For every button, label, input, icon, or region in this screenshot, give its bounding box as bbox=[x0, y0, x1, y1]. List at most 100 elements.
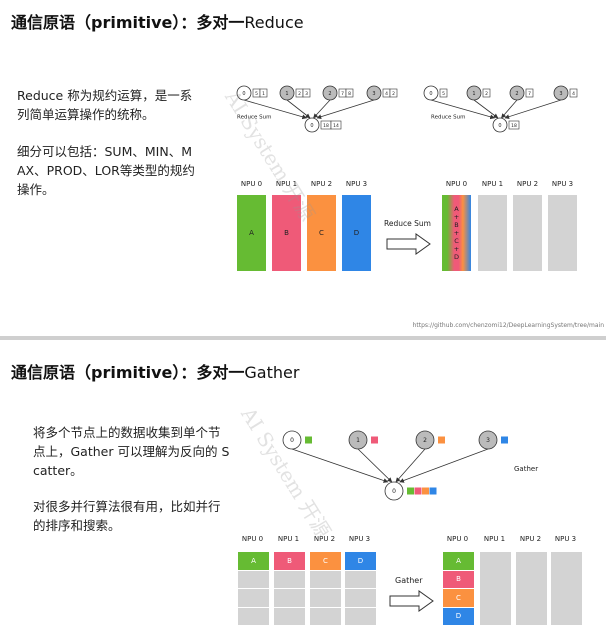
empty-cell bbox=[345, 589, 376, 607]
npu-label: NPU 3 bbox=[554, 535, 577, 543]
value-box-text: 1 bbox=[262, 91, 265, 97]
empty-npu-column bbox=[480, 552, 511, 625]
tree-edge bbox=[473, 99, 499, 119]
value-box bbox=[302, 88, 311, 98]
empty-cell bbox=[345, 607, 376, 625]
text-line: 列简单运算操作的统称。 bbox=[17, 107, 155, 122]
tree-node-top bbox=[282, 430, 302, 450]
tree-node-id: 1 bbox=[356, 437, 360, 444]
value-box-text: 2 bbox=[485, 91, 488, 97]
value-box-text: 7 bbox=[341, 91, 344, 97]
tree-node-id: 0 bbox=[429, 91, 432, 97]
empty-npu-column bbox=[516, 552, 547, 625]
data-square bbox=[371, 436, 378, 444]
text-line: 细分可以包括：SUM、MIN、M bbox=[17, 144, 192, 159]
tree-node-id: 0 bbox=[392, 488, 396, 495]
tree-edge bbox=[430, 99, 495, 120]
npu0-result-block: A + B + C + D bbox=[442, 195, 471, 271]
value-box bbox=[330, 120, 342, 130]
value-box bbox=[482, 88, 491, 98]
reduce-arrow-icon bbox=[386, 233, 431, 255]
tree-caption: Reduce Sum bbox=[431, 115, 465, 121]
tree-edge bbox=[357, 448, 393, 483]
slide-gather: 通信原语（primitive）：多对一Gather 将多个节点上的数据收集到单个… bbox=[0, 341, 606, 635]
tree-node-bottom bbox=[304, 117, 320, 133]
gathered-square bbox=[422, 487, 429, 495]
result-char: A bbox=[454, 205, 459, 213]
npu2-block: C bbox=[307, 195, 336, 271]
gather-arrow-icon bbox=[389, 590, 434, 612]
gathered-square bbox=[429, 487, 437, 495]
value-box-text: 5 bbox=[442, 91, 445, 97]
value-box-text: 2 bbox=[392, 91, 395, 97]
slide-divider bbox=[0, 336, 606, 340]
reduce-arrow-label: Reduce Sum bbox=[384, 219, 431, 228]
gathered-square bbox=[407, 487, 414, 495]
value-box-text: 7 bbox=[528, 91, 531, 97]
npu1-block: B bbox=[272, 195, 301, 271]
tree-node-bottom bbox=[492, 117, 508, 133]
npu-label: NPU 3 bbox=[345, 180, 368, 188]
npu-label: NPU 0 bbox=[445, 180, 468, 188]
npu-label: NPU 3 bbox=[551, 180, 574, 188]
npu3-block: D bbox=[342, 195, 371, 271]
result-char: + bbox=[453, 229, 460, 237]
npu-label: NPU 3 bbox=[348, 535, 371, 543]
tree-edge bbox=[399, 448, 489, 483]
tree-node-top bbox=[423, 85, 439, 101]
npu3-empty-block bbox=[548, 195, 577, 271]
text-line: AX、PROD、LOR等类型的规约 bbox=[17, 163, 195, 178]
npu-data-block: C bbox=[310, 552, 341, 570]
npu-data-block: B bbox=[274, 552, 305, 570]
npu-data-block: D bbox=[345, 552, 376, 570]
npu-label: NPU 1 bbox=[483, 535, 506, 543]
tree-caption: Reduce Sum bbox=[237, 115, 271, 121]
tree-node-top bbox=[322, 85, 338, 101]
reduce-description: Reduce 称为规约运算，是一系 列简单运算操作的统称。 bbox=[17, 86, 192, 124]
empty-npu-column bbox=[551, 552, 582, 625]
tree-node-top bbox=[348, 430, 368, 450]
value-box bbox=[439, 88, 448, 98]
npu-label: NPU 2 bbox=[516, 180, 539, 188]
result-char: C bbox=[454, 237, 459, 245]
tree-edge bbox=[291, 448, 389, 483]
gathered-square bbox=[414, 487, 422, 495]
tree-node-top bbox=[553, 85, 569, 101]
npu-label: NPU 0 bbox=[446, 535, 469, 543]
tree-node-id: 0 bbox=[498, 123, 501, 129]
gathered-block: D bbox=[443, 607, 474, 625]
value-box bbox=[345, 88, 354, 98]
text-line: 操作。 bbox=[17, 182, 55, 197]
value-box bbox=[569, 88, 578, 98]
gather-description: 将多个节点上的数据收集到单个节 点上，Gather 可以理解为反向的 S cat… bbox=[33, 423, 229, 480]
text-line: 将多个节点上的数据收集到单个节 bbox=[33, 425, 221, 440]
npu-data-block: A bbox=[238, 552, 269, 570]
data-square bbox=[305, 436, 312, 444]
tree-edge bbox=[313, 99, 331, 119]
result-char: B bbox=[454, 221, 459, 229]
npu-label: NPU 2 bbox=[519, 535, 542, 543]
tree-node-id: 2 bbox=[328, 91, 331, 97]
tree-node-top bbox=[415, 430, 435, 450]
npu-label: NPU 1 bbox=[481, 180, 504, 188]
npu2-empty-block bbox=[513, 195, 542, 271]
slide-title-reduce: 通信原语（primitive）：多对一Reduce bbox=[11, 9, 304, 33]
tree-node-top bbox=[466, 85, 482, 101]
tree-node-top bbox=[509, 85, 525, 101]
source-url: https://github.com/chenzomi12/DeepLearni… bbox=[412, 322, 604, 329]
empty-cell bbox=[345, 570, 376, 588]
tree-edge bbox=[286, 99, 311, 119]
tree-node-id: 0 bbox=[242, 91, 245, 97]
block-label: B bbox=[284, 229, 289, 237]
tree-node-top bbox=[279, 85, 295, 101]
gathered-block: A bbox=[443, 552, 474, 570]
gathered-block: C bbox=[443, 589, 474, 607]
npu-label: NPU 0 bbox=[240, 180, 263, 188]
tree-node-bottom bbox=[384, 481, 404, 501]
tree-edge bbox=[504, 99, 562, 119]
value-box-text: 8 bbox=[348, 91, 351, 97]
npu-label: NPU 2 bbox=[313, 535, 336, 543]
empty-cell bbox=[274, 570, 305, 588]
npu-label: NPU 0 bbox=[241, 535, 264, 543]
block-label: D bbox=[353, 229, 360, 237]
